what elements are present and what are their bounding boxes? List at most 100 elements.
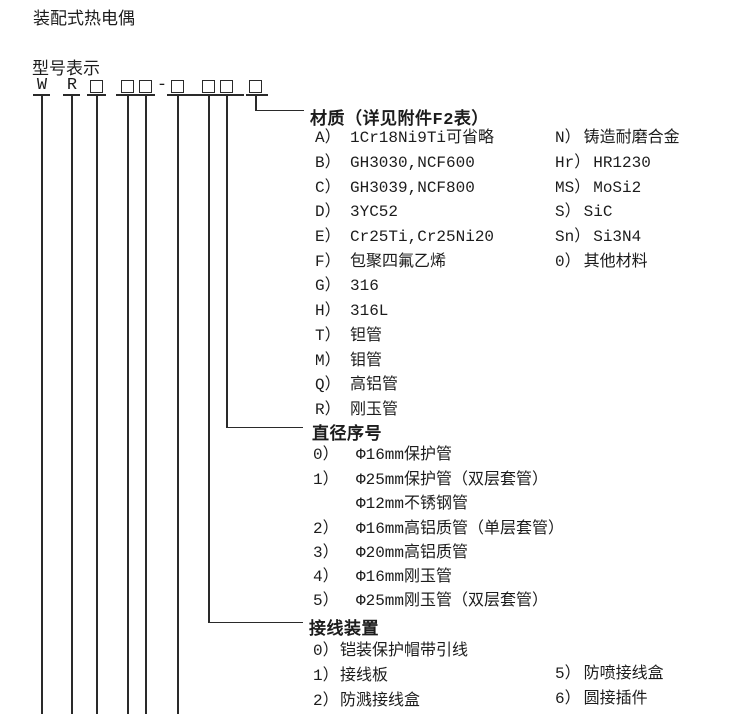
- diameter-item: Φ12mm不锈钢管: [313, 495, 468, 514]
- diameter-item-text: Φ12mm不锈钢管: [356, 495, 469, 513]
- material-item: B）GH3030,NCF600: [315, 154, 475, 173]
- section-header-diameter: 直径序号: [312, 426, 382, 445]
- underline-group-2: [167, 94, 244, 96]
- material-item-text: Si3N4: [593, 228, 642, 246]
- wiring-item-text: 圆接插件: [583, 690, 648, 708]
- material-item: N）铸造耐磨合金: [555, 129, 680, 148]
- material-item-label: Sn）: [555, 228, 591, 246]
- code-hyphen: -: [156, 76, 168, 95]
- connector-material-vertical: [255, 96, 257, 111]
- drop-line-box-1: [96, 96, 98, 714]
- wiring-item: 0）铠装保护帽带引线: [313, 642, 468, 661]
- code-letter-w: W: [36, 76, 48, 95]
- page-title: 装配式热电偶: [33, 11, 135, 30]
- drop-line-box-2: [127, 96, 129, 714]
- material-item-label: M）: [315, 352, 341, 370]
- material-item-text: 1Cr18Ni9Ti可省略: [350, 129, 495, 147]
- connector-material-horizontal: [255, 109, 305, 112]
- material-item-label: MS）: [555, 179, 591, 197]
- underline-box-7: [246, 94, 268, 96]
- connector-wiring-vertical: [208, 96, 210, 623]
- material-item-label: S）: [555, 203, 581, 221]
- material-item-label: B）: [315, 154, 341, 172]
- drop-line-box-3: [145, 96, 147, 714]
- material-item-label: T）: [315, 327, 341, 345]
- material-item: D）3YC52: [315, 203, 398, 222]
- material-item-text: 316: [350, 277, 379, 295]
- wiring-item-label: 5）: [555, 665, 581, 683]
- material-item: F）包聚四氟乙烯: [315, 253, 446, 272]
- diameter-item-text: Φ16mm刚玉管: [356, 568, 453, 586]
- drop-line-box-4: [177, 96, 179, 714]
- wiring-item: 1）接线板: [313, 667, 388, 686]
- model-notation-label: 型号表示: [32, 61, 100, 80]
- connector-diameter-horizontal: [226, 426, 304, 429]
- material-item-label: E）: [315, 228, 341, 246]
- material-item-label: Hr）: [555, 154, 591, 172]
- wiring-item-text: 防喷接线盒: [583, 665, 664, 683]
- wiring-item: 5）防喷接线盒: [555, 665, 664, 684]
- diameter-item-text: Φ20mm高铝质管: [356, 544, 469, 562]
- material-item: G） 316: [315, 277, 379, 296]
- underline-r: [63, 94, 80, 96]
- material-item-label: C）: [315, 179, 341, 197]
- material-item: H） 316L: [315, 302, 388, 321]
- material-item-text: 316L: [350, 302, 389, 320]
- underline-w: [33, 94, 50, 96]
- material-item-label: Q）: [315, 376, 341, 394]
- wiring-item-text: 防溅接线盒: [340, 692, 421, 710]
- underline-box-1: [87, 94, 106, 96]
- section-header-wiring: 接线装置: [309, 621, 379, 640]
- material-item-text: GH3039,NCF800: [350, 179, 475, 197]
- diameter-item-label: 3）: [313, 544, 339, 562]
- material-item-label: G）: [315, 277, 341, 295]
- diameter-item-text: Φ16mm保护管: [356, 446, 453, 464]
- material-item-text: Cr25Ti,Cr25Ni20: [350, 228, 495, 246]
- material-item-text: SiC: [583, 203, 613, 221]
- diameter-item: 0） Φ16mm保护管: [313, 446, 452, 465]
- diameter-item-label: 4）: [313, 568, 339, 586]
- code-box-6: [220, 80, 233, 93]
- material-item: S）SiC: [555, 203, 612, 222]
- wiring-item-text: 接线板: [340, 667, 389, 685]
- code-box-3: [139, 80, 152, 93]
- diameter-item-text: Φ25mm刚玉管（双层套管）: [356, 592, 549, 610]
- code-box-5: [202, 80, 215, 93]
- material-item-label: D）: [315, 203, 341, 221]
- wiring-item-label: 6）: [555, 690, 581, 708]
- material-item-text: 铸造耐磨合金: [583, 129, 680, 147]
- diameter-item: 1）Φ25mm保护管（双层套管）: [313, 471, 548, 490]
- diameter-item-text: Φ25mm保护管（双层套管）: [356, 471, 549, 489]
- code-box-7: [249, 80, 262, 93]
- underline-group-1: [116, 94, 155, 96]
- material-item: E） Cr25Ti,Cr25Ni20: [315, 228, 494, 247]
- section-header-material: 材质（详见附件F2表）: [310, 111, 489, 130]
- material-item-label: A）: [315, 129, 341, 147]
- material-item-label: 0）: [555, 253, 581, 271]
- material-item-text: 钽管: [350, 327, 383, 345]
- wiring-item: 2）防溅接线盒: [313, 692, 420, 711]
- material-item-text: MoSi2: [593, 179, 642, 197]
- wiring-item: 6）圆接插件: [555, 690, 648, 709]
- material-item-text: 刚玉管: [350, 401, 399, 419]
- material-item: A） 1Cr18Ni9Ti可省略: [315, 129, 494, 148]
- diameter-item-text: Φ16mm高铝质管（单层套管）: [356, 520, 565, 538]
- material-item: 0）其他材料: [555, 253, 648, 272]
- material-item: C） GH3039,NCF800: [315, 179, 475, 198]
- material-item-text: 钼管: [350, 352, 383, 370]
- diameter-item: 4） Φ16mm刚玉管: [313, 568, 452, 587]
- diameter-item-label: 0）: [313, 446, 339, 464]
- wiring-item-label: 0）: [313, 642, 339, 660]
- diameter-item-label: 5）: [313, 592, 339, 610]
- material-item: Q）高铝管: [315, 376, 398, 395]
- material-item-label: N）: [555, 129, 581, 147]
- material-item-label: H）: [315, 302, 341, 320]
- material-item: T） 钽管: [315, 327, 382, 346]
- diameter-item: 2）Φ16mm高铝质管（单层套管）: [313, 520, 564, 539]
- code-letter-r: R: [66, 76, 78, 95]
- material-item: R）刚玉管: [315, 401, 398, 420]
- material-item-text: 其他材料: [583, 253, 648, 271]
- material-item: M） 钼管: [315, 352, 382, 371]
- connector-wiring-horizontal: [208, 621, 304, 624]
